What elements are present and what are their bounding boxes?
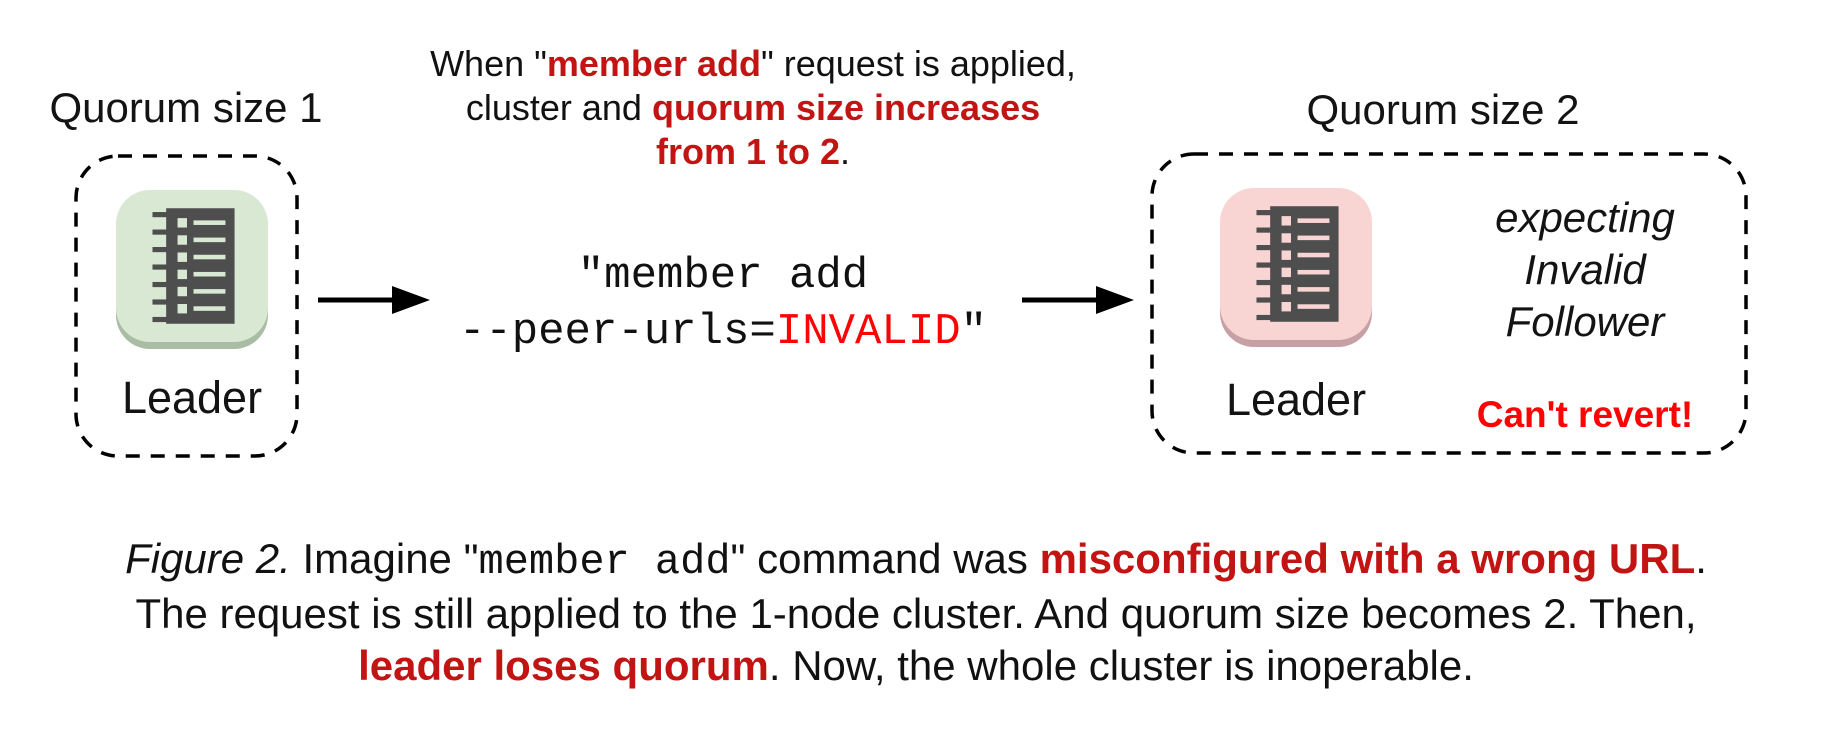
expectation-line: expecting [1495, 194, 1675, 241]
ledger-icon [152, 208, 235, 324]
member-add-command: "member add--peer-urls=INVALID" [458, 251, 988, 357]
right-cluster-title: Quorum size 2 [1306, 86, 1580, 133]
cant-revert-warning: Can't revert! [1476, 394, 1694, 435]
ledger-icon [1256, 206, 1339, 322]
expectation-line: Invalid [1524, 246, 1646, 293]
leader-node-icon [1220, 188, 1372, 340]
expecting-invalid-follower-note: expecting Invalid Follower [1410, 192, 1760, 348]
left-cluster-dashed-border [74, 154, 299, 458]
arrow-right-icon [1022, 286, 1134, 314]
left-cluster-title: Quorum size 1 [49, 84, 323, 131]
right-cluster-dashed-border [1150, 152, 1748, 455]
leader-node-icon [116, 190, 268, 342]
right-leader-label: Leader [1225, 374, 1367, 425]
figure-caption: Figure 2. Imagine "member add" command w… [125, 535, 1707, 689]
left-leader-label: Leader [121, 372, 263, 423]
member-add-annotation: When "member add" request is applied,clu… [430, 43, 1076, 172]
arrow-right-icon [318, 286, 430, 314]
expectation-line: Follower [1505, 298, 1665, 345]
